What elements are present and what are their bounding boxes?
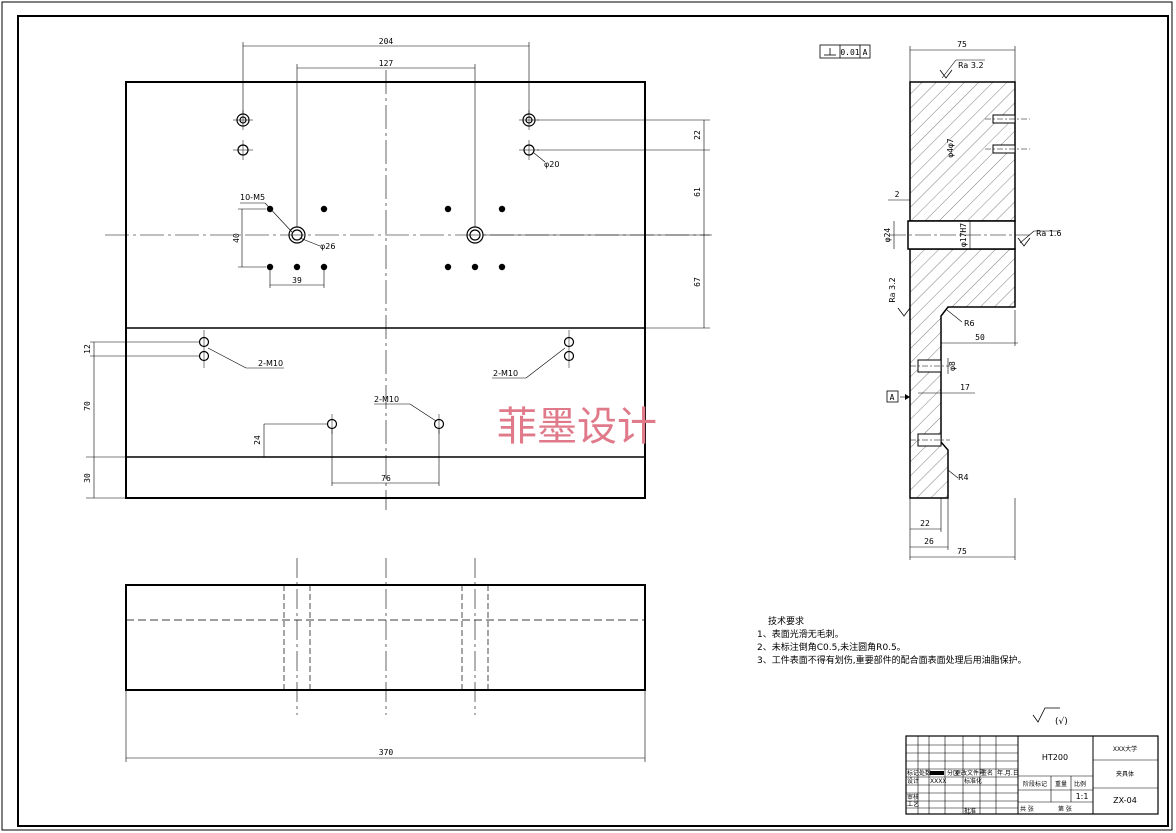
tb-scale: 1:1: [1076, 792, 1089, 801]
front-view: [86, 42, 712, 510]
dim-61: 61: [693, 187, 702, 197]
title-block-fill: [930, 771, 944, 775]
sec-dim-50: 50: [975, 333, 985, 342]
inner-border: [17, 15, 1169, 827]
sec-dim-8: φ8: [948, 361, 957, 371]
label-phi20: φ20: [544, 160, 559, 169]
tb-h-fenqu: 分区: [947, 769, 959, 777]
datum-label: A: [890, 393, 895, 402]
tb-h-biaozhunhua: 标准化: [964, 777, 982, 785]
tech-notes: 技术要求 1、表面光滑无毛刺。 2、未标注倒角C0.5,未注圆角R0.5。 3、…: [757, 615, 1027, 666]
dim-67: 67: [693, 277, 702, 287]
tb-h-genggai: 更改文件号: [955, 769, 985, 777]
notes-item-2: 2、未标注倒角C0.5,未注圆角R0.5。: [757, 641, 906, 653]
notes-title: 技术要求: [768, 615, 804, 627]
tb-h-sheji: 设计: [907, 777, 919, 785]
tb-h-shenhe: 审核: [907, 793, 919, 801]
datum-triangle: [905, 394, 910, 400]
sec-dim-22: 22: [920, 519, 930, 528]
notes-item-3: 3、工件表面不得有划伤,重要部件的配合面表面处理后用油脂保护。: [757, 654, 1027, 666]
top-outline: [125, 584, 646, 691]
sec-dim-26: 26: [924, 537, 934, 546]
section-dim-lines: [888, 46, 1018, 560]
datum-box: [886, 390, 899, 403]
tb-h-chushu: 处数: [919, 769, 931, 777]
dim-76: 76: [381, 474, 391, 483]
label-ra32-side: Ra 3.2: [888, 277, 897, 303]
sec-dim-17: 17: [960, 383, 970, 392]
front-dim-lines: [86, 42, 710, 499]
watermark: 菲墨设计: [497, 404, 657, 450]
top-centerlines: [296, 558, 476, 715]
sec-dim-m-vert: φ4φ7: [946, 138, 955, 157]
tb-h-bili: 比例: [1074, 780, 1086, 788]
dim-204: 204: [379, 37, 394, 46]
m5-holes: [266, 205, 506, 271]
section-view: [819, 44, 1060, 560]
dim-12: 12: [83, 344, 92, 354]
label-m10-mid: 2-M10: [374, 395, 399, 404]
tb-h-qianming: 签名: [981, 769, 993, 777]
dim-70: 70: [83, 401, 92, 411]
dim-30: 30: [83, 473, 92, 483]
tb-part-name: 夹具体: [1116, 770, 1134, 778]
sec-dim-24: φ24: [883, 228, 892, 243]
label-r4: R4: [958, 473, 969, 482]
top-view: [125, 558, 646, 762]
roughness-general: (√): [1055, 716, 1068, 727]
tb-h-gongyi: 工艺: [907, 800, 919, 808]
dim-370: 370: [379, 748, 394, 757]
sec-dim-2: 2: [895, 190, 900, 199]
dim-39: 39: [292, 276, 302, 285]
label-m10-right: 2-M10: [493, 369, 518, 378]
tb-h-date: 年.月.日: [997, 769, 1019, 777]
tb-school: XXX大学: [1113, 745, 1137, 753]
roughness-symbols: [897, 69, 1031, 317]
top-dim-lines: [125, 690, 646, 762]
label-m5: 10-M5: [240, 193, 265, 202]
title-block: [905, 735, 1159, 815]
tb-designer: XXXX: [930, 778, 946, 785]
label-m10-left: 2-M10: [258, 359, 283, 368]
tolerance-frame: [819, 44, 871, 59]
label-ra16: Ra 1.6: [1036, 229, 1062, 238]
tb-material: HT200: [1042, 753, 1068, 762]
notes-item-1: 1、表面光滑无毛刺。: [757, 628, 844, 640]
front-holes: [198, 113, 575, 430]
tb-drawing-no: ZX-04: [1113, 796, 1137, 805]
dim-24: 24: [253, 435, 262, 445]
dim-40: 40: [232, 233, 241, 243]
roughness-general-icon: [1032, 707, 1060, 723]
dim-22: 22: [693, 130, 702, 140]
tb-h-biaoji: 标记: [907, 769, 919, 777]
sec-dim-75-bot: 75: [957, 547, 967, 556]
label-r6: R6: [964, 319, 975, 328]
label-phi26: φ26: [320, 242, 335, 251]
tb-h-di: 第 张: [1058, 805, 1072, 813]
front-leaders: [207, 152, 566, 422]
tb-h-gong: 共 张: [1020, 805, 1034, 813]
tb-h-zhongliang: 重量: [1055, 780, 1067, 788]
section-leaders: [900, 59, 1060, 479]
tb-h-jieduan: 阶段标记: [1023, 780, 1047, 788]
section-lower-hatch: [909, 248, 1016, 499]
section-thread-centers: [910, 118, 1030, 441]
tb-h-pizhun: 批准: [964, 807, 976, 815]
tol-datum: A: [863, 48, 868, 57]
dim-127: 127: [379, 59, 394, 68]
label-ra32-top: Ra 3.2: [958, 61, 984, 70]
tol-value: 0.01: [840, 48, 859, 57]
sec-dim-75-top: 75: [957, 40, 967, 49]
front-hole-crosses: [203, 110, 570, 434]
front-outline: [125, 81, 646, 499]
sec-dim-17h7: φ17H7: [959, 223, 968, 247]
